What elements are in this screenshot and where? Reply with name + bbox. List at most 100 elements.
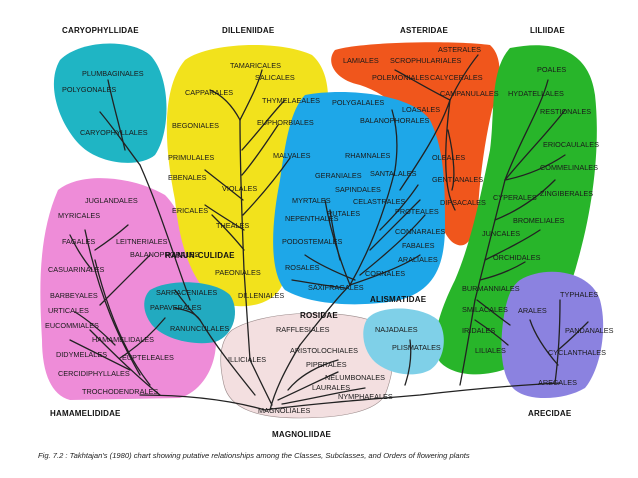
subclass-liliidae: LILIIDAE xyxy=(530,26,565,35)
order-label: TROCHODENDRALES xyxy=(82,387,158,396)
order-label: PODOSTEMALES xyxy=(282,237,343,246)
order-label: PLISMATALES xyxy=(392,343,441,352)
region-rosidae xyxy=(273,91,445,305)
order-label: THEALES xyxy=(216,221,249,230)
order-label: RAFFLESIALES xyxy=(276,325,330,334)
order-label: CAPPARALES xyxy=(185,88,233,97)
order-label: SAXIFRAGALES xyxy=(308,283,364,292)
region-ranunculidae xyxy=(144,282,235,344)
subclass-dilleniidae: DILLENIIDAE xyxy=(222,26,275,35)
order-label: ROSALES xyxy=(285,263,320,272)
subclass-rosidae: ROSIDAE xyxy=(300,311,338,320)
order-label: NELUMBONALES xyxy=(325,373,385,382)
order-label: RUTALES xyxy=(327,209,360,218)
region-caryophyllidae xyxy=(53,43,167,163)
order-label: NYMPHAEALES xyxy=(338,392,393,401)
order-label: MALVALES xyxy=(273,151,311,160)
order-label: POLYGONALES xyxy=(62,85,116,94)
order-label: DIPSACALES xyxy=(440,198,486,207)
order-label: CYCLANTHALES xyxy=(548,348,606,357)
subclass-arecidae: ARECIDAE xyxy=(528,409,572,418)
order-label: OLEALES xyxy=(432,153,465,162)
subclass-alismatidae: ALISMATIDAE xyxy=(370,295,427,304)
order-label: POLEMONIALES xyxy=(372,73,429,82)
order-label: SARRACENIALES xyxy=(156,288,217,297)
order-label: PRIMULALES xyxy=(168,153,214,162)
order-label: DILLENIALES xyxy=(238,291,284,300)
order-label: MAGNOLIALES xyxy=(258,406,310,415)
order-label: CAMPANULALES xyxy=(440,89,499,98)
order-label: EUCOMMIALES xyxy=(45,321,99,330)
order-label: CONNARALES xyxy=(395,227,445,236)
order-label: TAMARICALES xyxy=(230,61,281,70)
subclass-magnoliidae: MAGNOLIIDAE xyxy=(272,430,332,439)
order-label: PIPERALES xyxy=(306,360,347,369)
order-label: SAPINDALES xyxy=(335,185,381,194)
order-label: ERIOCAULALES xyxy=(543,140,599,149)
order-label: BROMELIALES xyxy=(513,216,565,225)
order-label: NAJADALES xyxy=(375,325,418,334)
order-label: GERANIALES xyxy=(315,171,362,180)
order-label: ARALIALES xyxy=(398,255,438,264)
order-label: ZINGIBERALES xyxy=(540,189,593,198)
order-label: LAMIALES xyxy=(343,56,379,65)
subclass-caryophyllidae: CARYOPHYLLIDAE xyxy=(62,26,139,35)
order-label: CASUARINALES xyxy=(48,265,104,274)
figure-caption: Fig. 7.2 : Takhtajan's (1980) chart show… xyxy=(38,451,470,460)
order-label: IRIDALES xyxy=(462,326,495,335)
order-label: ORCHIDALES xyxy=(493,253,541,262)
order-label: EUPTELEALES xyxy=(122,353,174,362)
order-label: EUPHORBIALES xyxy=(257,118,314,127)
order-label: DIDYMELALES xyxy=(56,350,107,359)
order-label: URTICALES xyxy=(48,306,89,315)
order-label: CORNALES xyxy=(365,269,405,278)
subclass-hamamelididae: HAMAMELIDIDAE xyxy=(50,409,121,418)
order-label: RANUNCULALES xyxy=(170,324,229,333)
order-label: CARYOPHYLLALES xyxy=(80,128,148,137)
region-hamamelididae xyxy=(40,178,216,400)
order-label: COMMELINALES xyxy=(540,163,598,172)
order-label: LAURALES xyxy=(312,383,350,392)
order-label: EBENALES xyxy=(168,173,207,182)
region-asteridae xyxy=(331,42,500,246)
order-label: PLUMBAGINALES xyxy=(82,69,144,78)
order-label: BURMANNIALES xyxy=(462,284,520,293)
order-label: ARALES xyxy=(518,306,547,315)
order-label: BALANOPHORALES xyxy=(360,116,429,125)
order-label: SCROPHULARIALES xyxy=(390,56,462,65)
order-label: BALANOPHORALES xyxy=(130,250,199,259)
order-label: SALICALES xyxy=(255,73,295,82)
order-label: BEGONIALES xyxy=(172,121,219,130)
order-label: JUGLANDALES xyxy=(85,196,138,205)
order-label: MYRTALES xyxy=(292,196,331,205)
region-arecidae xyxy=(501,271,604,399)
subclass-ranunculidae: RANUN-CULIDAE xyxy=(165,251,235,260)
order-label: TYPHALES xyxy=(560,290,598,299)
order-label: POLYGALALES xyxy=(332,98,384,107)
order-label: ERICALES xyxy=(172,206,208,215)
order-label: HYDATELLALES xyxy=(508,89,564,98)
order-label: MYRICALES xyxy=(58,211,100,220)
order-label: ILLICIALES xyxy=(228,355,266,364)
order-label: BARBEYALES xyxy=(50,291,98,300)
order-label: ASTERALES xyxy=(438,45,481,54)
order-label: NEPENTHALES xyxy=(285,214,339,223)
order-label: RESTIONALES xyxy=(540,107,591,116)
region-magnoliidae xyxy=(220,312,393,419)
order-label: FAGALES xyxy=(62,237,95,246)
order-label: CALYCERALES xyxy=(430,73,483,82)
order-label: LILIALES xyxy=(475,346,506,355)
order-label: JUNCALES xyxy=(482,229,520,238)
order-label: CYPERALES xyxy=(493,193,537,202)
order-label: ARISTOLOCHIALES xyxy=(290,346,358,355)
order-label: LOASALES xyxy=(402,105,440,114)
region-alismatidae xyxy=(363,308,444,375)
order-label: POALES xyxy=(537,65,566,74)
order-label: PROTEALES xyxy=(395,207,439,216)
order-label: RHAMNALES xyxy=(345,151,391,160)
order-label: THYMELAEALES xyxy=(262,96,320,105)
order-label: HAMAMELIDALES xyxy=(92,335,154,344)
order-label: PAEONIALES xyxy=(215,268,261,277)
order-label: CERCIDIPHYLLALES xyxy=(58,369,130,378)
